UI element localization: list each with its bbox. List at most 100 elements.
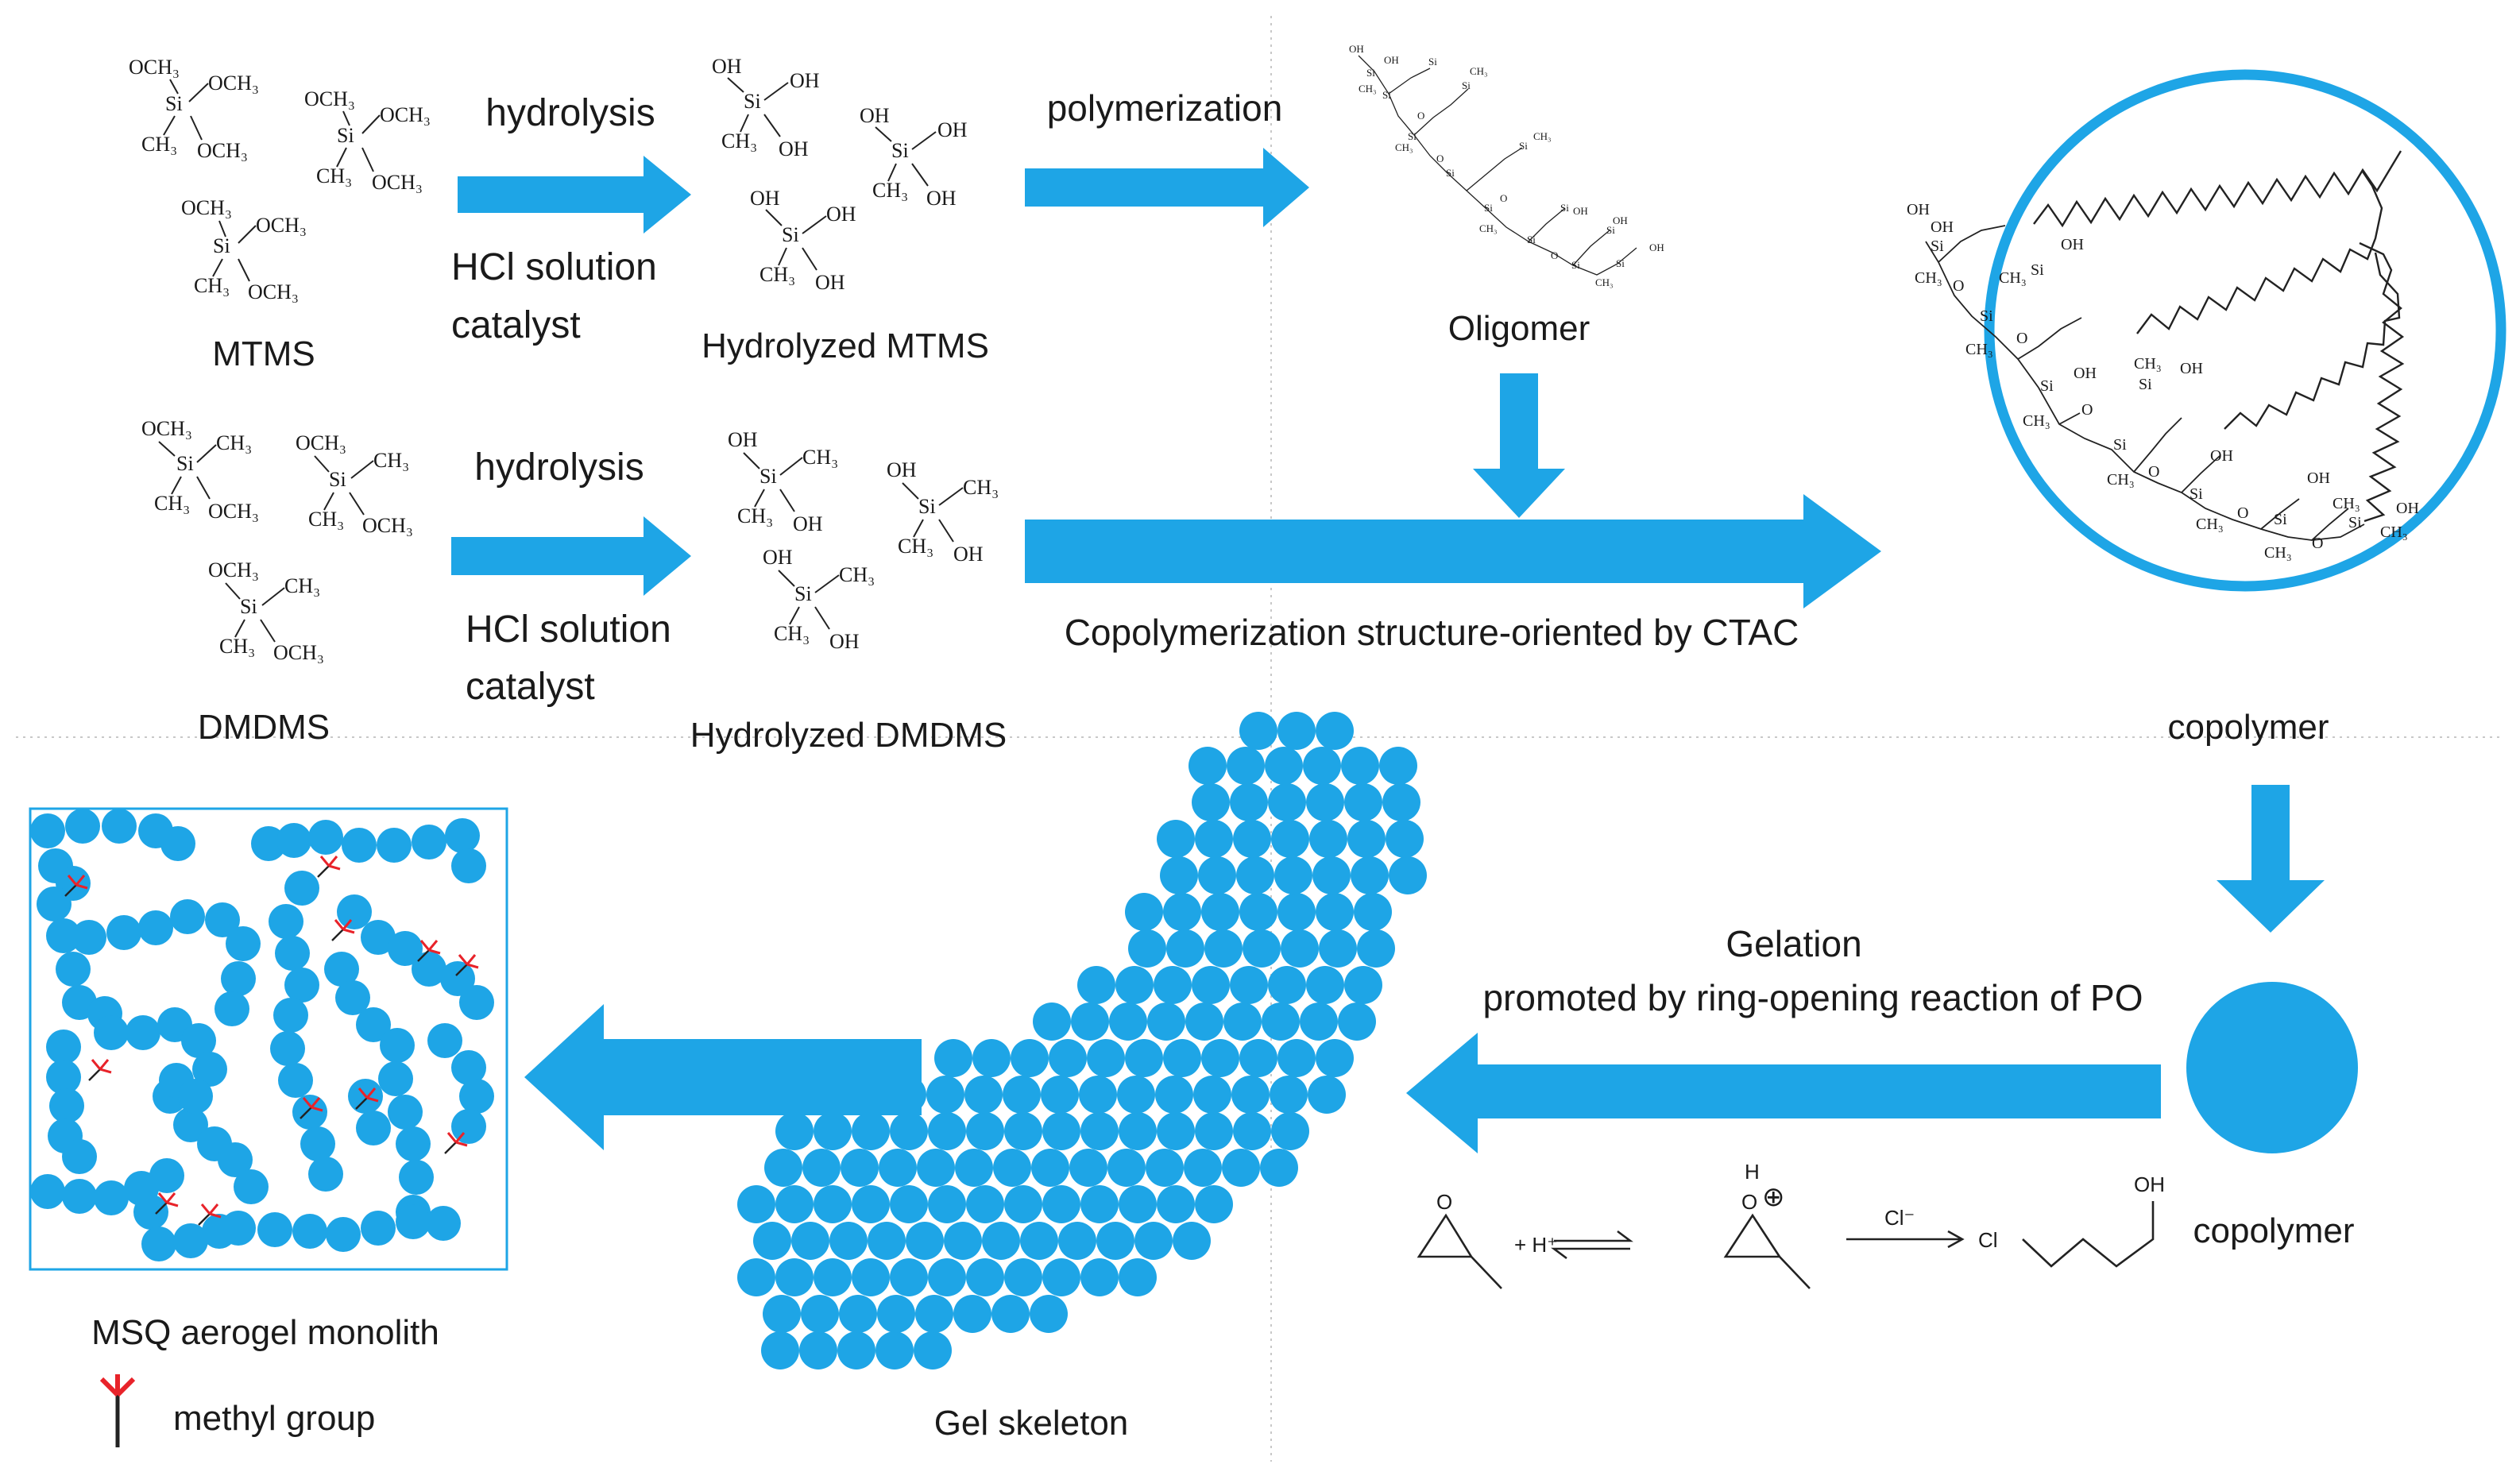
gel-bead	[1306, 783, 1344, 821]
gel-bead	[802, 1149, 841, 1187]
svg-text:CH₃: CH₃	[2134, 355, 2162, 373]
gel-bead	[814, 1112, 852, 1150]
msq-bead	[170, 899, 205, 934]
msq-bead	[133, 1195, 168, 1230]
svg-text:O: O	[1953, 277, 1964, 295]
po-reaction-labels: O + H⁺ O H ⊕ Cl⁻ Cl OH	[1436, 1160, 2165, 1257]
svg-text:CH₃: CH₃	[194, 274, 230, 297]
gel-bead	[799, 1331, 837, 1369]
msq-bead	[356, 1111, 391, 1145]
svg-text:OH: OH	[779, 137, 809, 160]
gel-bead	[944, 1222, 982, 1260]
mtms-molecules: OCH₃ OCH₃ Si CH₃ OCH₃ OCH₃ OCH₃ Si CH₃ O…	[129, 56, 431, 303]
msq-bead	[269, 904, 303, 939]
msq-bead	[388, 931, 423, 966]
gel-bead	[877, 1295, 915, 1333]
svg-text:O: O	[2081, 401, 2093, 419]
msq-bead	[427, 1023, 462, 1058]
gel-bead	[1004, 1185, 1042, 1223]
gel-bead	[1020, 1222, 1058, 1260]
hcl-bottom-line2: catalyst	[466, 666, 595, 708]
gel-bead	[890, 1258, 928, 1296]
gel-bead	[1309, 820, 1347, 858]
svg-text:OCH₃: OCH₃	[362, 514, 413, 537]
hydrolysis-top-label: hydrolysis	[485, 92, 655, 134]
gel-bead	[1230, 966, 1268, 1004]
svg-text:Si: Si	[2139, 376, 2152, 393]
svg-text:Si: Si	[240, 595, 257, 618]
svg-text:OH: OH	[937, 118, 968, 141]
svg-text:Si: Si	[2274, 511, 2287, 528]
svg-text:Si: Si	[337, 124, 354, 147]
dmdms-label: DMDMS	[198, 708, 330, 747]
svg-text:Si: Si	[2040, 377, 2054, 395]
gel-bead	[1222, 1149, 1260, 1187]
gel-bead	[1195, 820, 1233, 858]
gel-bead	[1347, 820, 1386, 858]
svg-text:CH₃: CH₃	[1470, 65, 1488, 77]
gel-bead	[953, 1295, 991, 1333]
methyl-group-icon	[355, 1087, 379, 1110]
svg-text:Si: Si	[1408, 130, 1417, 142]
svg-text:Si: Si	[918, 495, 936, 518]
hcl-top-line1: HCl solution	[451, 246, 657, 288]
svg-text:Si: Si	[1606, 224, 1615, 236]
svg-text:CH₃: CH₃	[872, 179, 908, 202]
svg-text:O: O	[2237, 504, 2248, 522]
svg-text:OH: OH	[2396, 500, 2419, 517]
svg-text:O: O	[2312, 535, 2323, 552]
svg-text:OH: OH	[815, 271, 845, 294]
hydrolyzed-dmdms-label: Hydrolyzed DMDMS	[690, 716, 1007, 755]
gelation-arrow	[1406, 1033, 2161, 1153]
gel-bead	[1268, 966, 1306, 1004]
hydrolysis-bottom-label: hydrolysis	[474, 446, 644, 489]
msq-bead	[270, 1031, 305, 1066]
gel-bead	[1173, 1222, 1211, 1260]
gel-bead	[1239, 893, 1277, 931]
gel-bead	[1316, 1039, 1354, 1077]
msq-bead	[257, 1212, 292, 1247]
gel-bead	[1270, 1076, 1308, 1114]
svg-text:O: O	[2148, 463, 2159, 481]
gel-bead	[1146, 1149, 1184, 1187]
gel-bead	[1354, 893, 1392, 931]
gel-bead	[1316, 712, 1354, 750]
msq-bead	[337, 894, 372, 929]
msq-bead	[399, 1160, 434, 1195]
msq-arrow	[524, 1004, 922, 1150]
svg-text:Si: Si	[2031, 261, 2044, 279]
svg-text:CH₃: CH₃	[1533, 130, 1552, 142]
msq-bead	[226, 926, 261, 961]
msq-bead	[46, 1060, 81, 1095]
msq-bead	[300, 1126, 335, 1161]
svg-text:OH: OH	[1573, 205, 1588, 217]
gel-bead	[737, 1258, 775, 1296]
svg-text:CH₃: CH₃	[721, 129, 757, 153]
svg-text:CH₃: CH₃	[1395, 141, 1413, 153]
copolymer-bottom-label: copolymer	[2193, 1211, 2355, 1250]
svg-text:Si: Si	[165, 92, 183, 115]
msq-bead	[202, 1214, 237, 1249]
svg-text:Si: Si	[1366, 67, 1375, 79]
gel-bead	[906, 1222, 944, 1260]
svg-text:OH: OH	[1931, 218, 1954, 236]
svg-text:OH: OH	[1384, 54, 1399, 66]
gel-bead	[1042, 1112, 1080, 1150]
gel-bead	[852, 1185, 890, 1223]
gel-bead	[964, 1076, 1003, 1114]
gel-bead	[1271, 820, 1309, 858]
gel-bead	[993, 1149, 1031, 1187]
gel-bead	[1357, 929, 1395, 968]
gel-bead	[1154, 966, 1192, 1004]
msq-bead	[342, 828, 377, 863]
gel-bead	[1344, 783, 1382, 821]
svg-text:Si: Si	[1519, 140, 1528, 152]
svg-text:CH₃: CH₃	[2333, 495, 2360, 512]
gel-bead	[1319, 929, 1357, 968]
svg-text:CH₃: CH₃	[2264, 544, 2292, 562]
msq-bead	[276, 823, 311, 858]
gel-bead	[1227, 747, 1265, 785]
msq-bead	[205, 902, 240, 937]
gel-bead	[1125, 893, 1163, 931]
